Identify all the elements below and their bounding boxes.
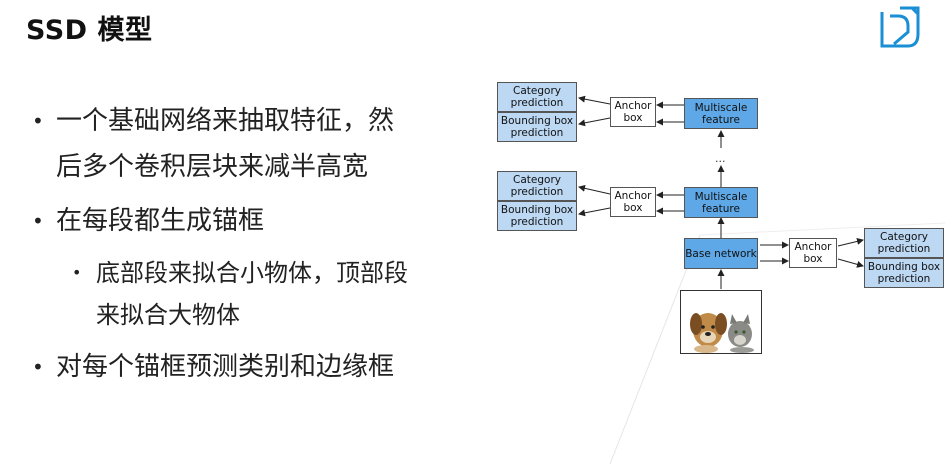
multiscale-feature-box: Multiscale feature — [684, 98, 758, 129]
anchor-box: Anchor box — [610, 97, 656, 127]
bullet-line: 在每段都生成锚框 — [56, 206, 265, 236]
logo-icon — [880, 6, 920, 48]
bbox-prediction-box: Bounding box prediction — [864, 258, 944, 288]
ellipsis: ... — [715, 152, 726, 165]
bullet-line: 底部段来拟合小物体，顶部段 — [96, 259, 408, 287]
category-prediction-box: Category prediction — [497, 82, 577, 112]
bullet-list: 一个基础网络来抽取特征，然 后多个卷积层块来减半高宽 在每段都生成锚框 底部段来… — [30, 98, 490, 390]
category-prediction-box: Category prediction — [864, 228, 944, 258]
bullet-line: 对每个锚框预测类别和边缘框 — [56, 352, 395, 382]
bbox-prediction-box: Bounding box prediction — [497, 201, 577, 231]
bullet-line: 一个基础网络来抽取特征，然 — [56, 106, 395, 136]
bbox-prediction-box: Bounding box prediction — [497, 112, 577, 142]
base-network-box: Base network — [684, 238, 758, 269]
multiscale-feature-box: Multiscale feature — [684, 187, 758, 218]
bullet-line: 来拟合大物体 — [96, 301, 240, 329]
anchor-box: Anchor box — [610, 187, 656, 217]
bullet-item: 一个基础网络来抽取特征，然 后多个卷积层块来减半高宽 — [30, 98, 490, 190]
bullet-item: 对每个锚框预测类别和边缘框 — [30, 344, 490, 390]
puppy-kitten-image — [680, 290, 762, 354]
page-title: SSD 模型 — [26, 15, 153, 46]
anchor-box: Anchor box — [789, 238, 837, 268]
category-prediction-box: Category prediction — [497, 171, 577, 201]
bullet-line: 后多个卷积层块来减半高宽 — [56, 152, 369, 182]
sub-bullet-item: 底部段来拟合小物体，顶部段 来拟合大物体 — [30, 252, 490, 336]
bullet-item: 在每段都生成锚框 — [30, 198, 490, 244]
